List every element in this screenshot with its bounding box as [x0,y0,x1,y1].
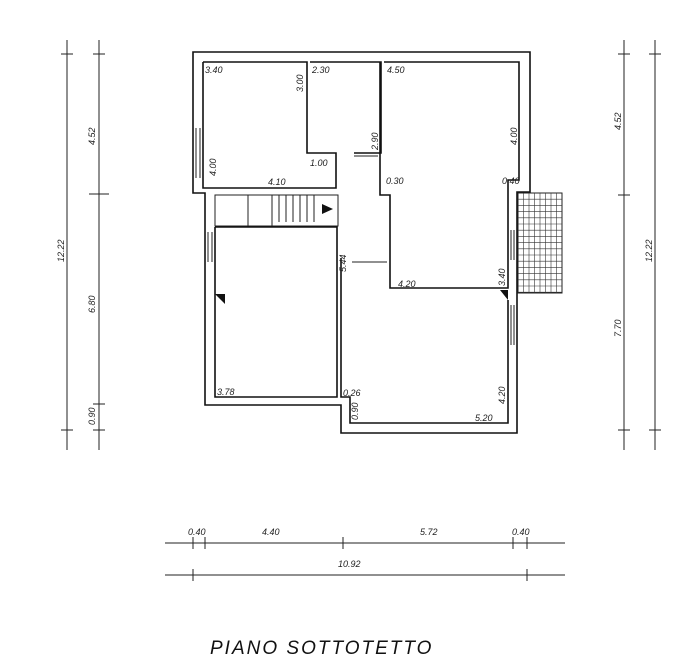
plan-title: PIANO SOTTOTETTO [210,638,433,659]
dim-label: 2.30 [311,65,330,75]
dim-label: 4.20 [398,279,416,289]
dim-label: 0.90 [87,407,97,425]
dim-label: 10.92 [338,559,361,569]
dim-label: 4.00 [509,127,519,145]
dim-label: 5.20 [475,413,493,423]
room-top-left-wall [202,61,337,189]
outer-wall [192,51,531,434]
dim-label: 5.44 [338,254,348,272]
dim-label: 4.20 [497,386,507,404]
room-top-right-wall [379,61,520,289]
left-dimension-lines [61,40,109,450]
dim-label: 0.40 [502,176,520,186]
stairs [214,194,339,227]
room-small-wall [310,61,382,154]
chimney-icon [215,294,225,304]
dim-label: 5.72 [420,527,438,537]
dim-label: 0.30 [386,176,404,186]
bottom-dimension-lines [165,537,565,581]
right-dimension-lines [618,40,661,450]
dim-label: 4.52 [87,127,97,145]
dim-label: 3.40 [205,65,223,75]
dim-label: 3.40 [497,268,507,286]
dim-label: 0.90 [350,402,360,420]
dim-label: 4.52 [613,112,623,130]
dim-label: 12.22 [644,239,654,262]
dim-label: 2.90 [370,132,380,151]
stair-arrow-icon [322,204,333,214]
dim-label: 4.10 [268,177,286,187]
dim-label: 4.40 [262,527,280,537]
dim-label: 0.40 [188,527,206,537]
dim-label: 6.80 [87,295,97,313]
dim-label: 1.00 [310,158,328,168]
windows [195,128,515,345]
dim-label: 0.40 [512,527,530,537]
dim-label: 0.26 [343,388,361,398]
room-lower-right-wall [340,258,509,424]
balcony-grid [517,192,563,294]
chimney-icon [500,290,508,300]
dim-label: 12.22 [56,239,66,262]
dim-label: 3.78 [217,387,235,397]
dim-label: 3.00 [295,74,305,92]
dim-label: 7.70 [613,319,623,337]
dim-label: 4.00 [208,158,218,176]
dim-label: 4.50 [387,65,405,75]
room-lower-left-wall [214,226,338,398]
